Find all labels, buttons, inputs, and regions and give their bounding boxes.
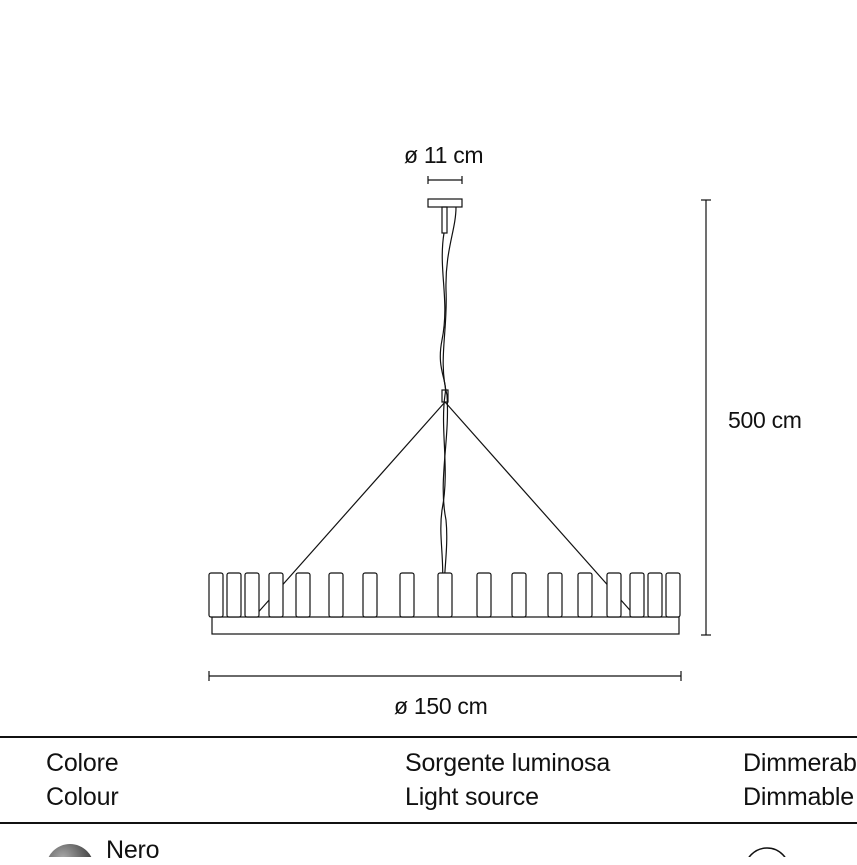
table-top-rule: [0, 736, 857, 738]
light-tube: [399, 572, 415, 618]
dimmable-indicator-icon: [748, 847, 786, 857]
light-tube: [665, 572, 681, 618]
top-diameter-label: ø 11 cm: [404, 142, 484, 168]
diameter-dimension-line: [208, 671, 682, 681]
light-tube: [577, 572, 593, 618]
light-tube: [547, 572, 563, 618]
light-tube: [362, 572, 378, 618]
light-tube: [437, 572, 453, 618]
light-tube: [629, 572, 645, 618]
colour-name: Nero: [106, 836, 160, 864]
light-tube: [208, 572, 224, 618]
light-tubes: [208, 572, 681, 618]
ceiling-canopy: [427, 198, 463, 208]
column-header-colour-it: Colore: [46, 749, 119, 777]
bottom-diameter-label: ø 150 cm: [394, 693, 488, 719]
support-wire-right: [444, 401, 637, 618]
light-tube: [511, 572, 527, 618]
lamp-ring: [211, 616, 680, 635]
column-header-colour-en: Colour: [46, 783, 119, 811]
light-tube: [244, 572, 260, 618]
height-dimension-line: [701, 199, 711, 636]
support-wire-left: [253, 401, 446, 618]
column-header-dimmable-it: Dimmerabile: [743, 749, 857, 777]
colour-swatch-nero: [48, 844, 92, 857]
height-label: 500 cm: [728, 407, 802, 433]
light-tube: [226, 572, 242, 618]
suspension-cable: [439, 232, 447, 601]
light-tube: [328, 572, 344, 618]
column-header-light-source-en: Light source: [405, 783, 539, 811]
column-header-dimmable-en: Dimmable: [743, 783, 854, 811]
top-dimension-line: [427, 176, 463, 184]
light-tube: [647, 572, 663, 618]
light-tube: [476, 572, 492, 618]
light-tube: [268, 572, 284, 618]
light-tube: [295, 572, 311, 618]
table-header-rule: [0, 822, 857, 824]
light-tube: [606, 572, 622, 618]
column-header-light-source-it: Sorgente luminosa: [405, 749, 611, 777]
